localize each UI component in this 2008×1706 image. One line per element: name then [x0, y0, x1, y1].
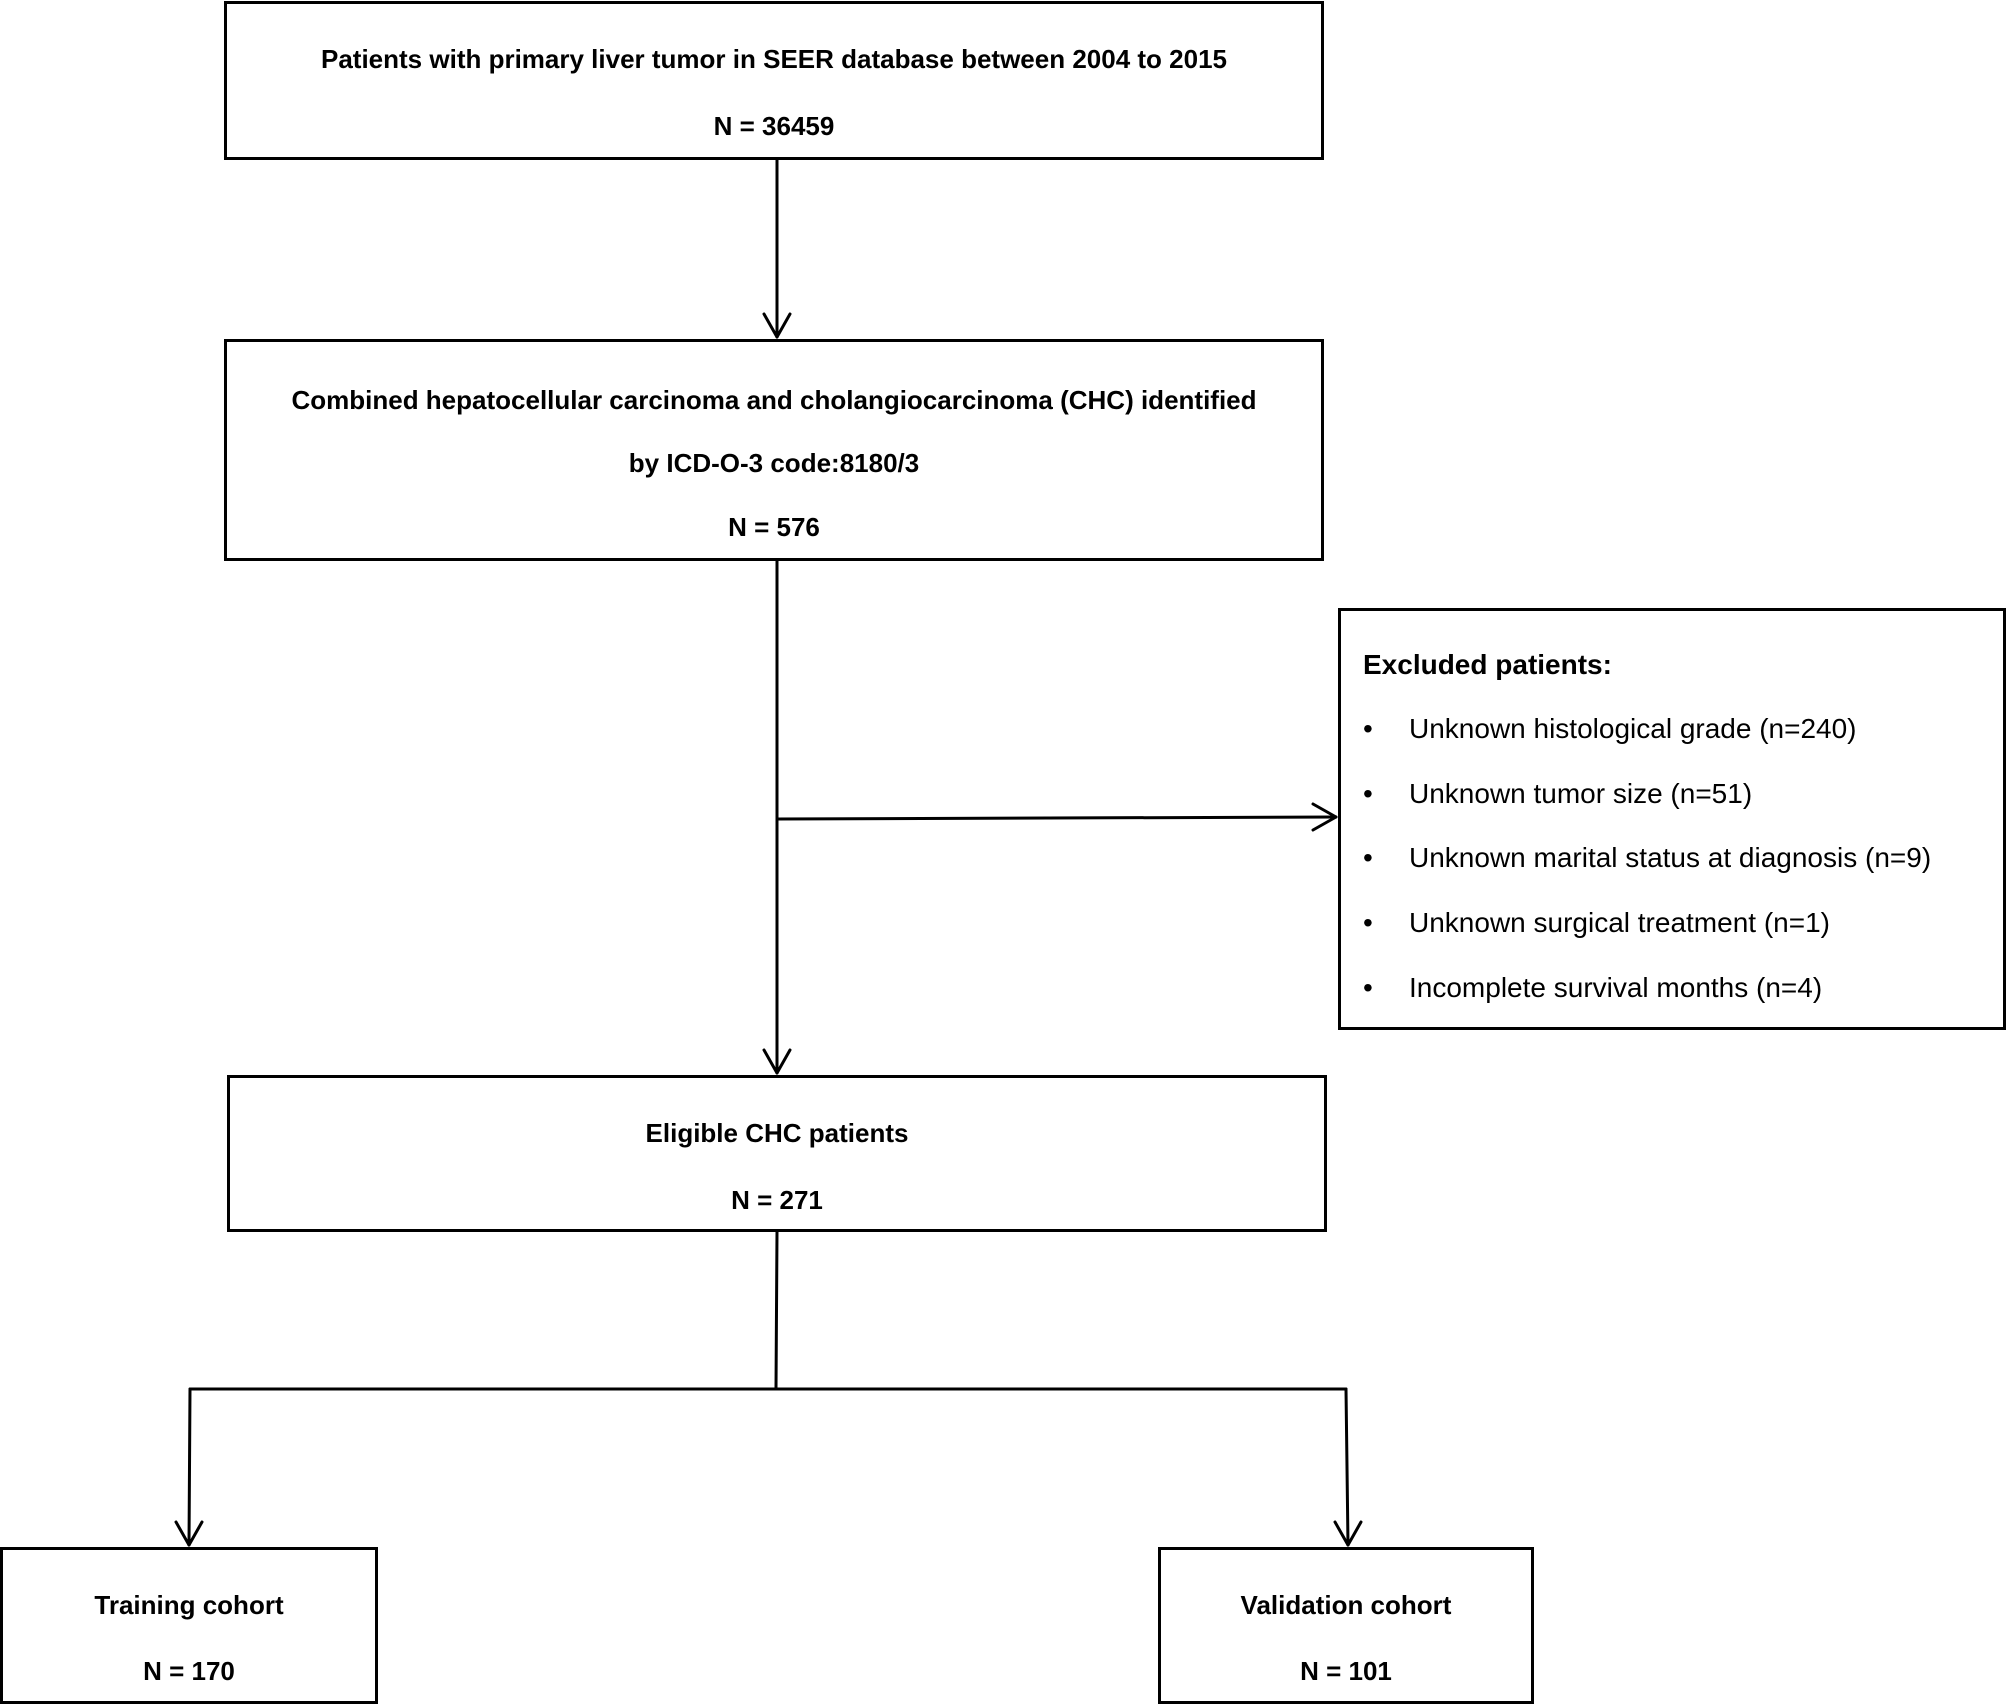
box-chc-identified-count: N = 576 [728, 512, 820, 542]
connector-eligible-split [774, 1230, 779, 1390]
excluded-item-label: Unknown tumor size (n=51) [1409, 778, 1753, 809]
box-eligible-chc: Eligible CHC patients N = 271 [227, 1075, 1327, 1232]
box-eligible-chc-label: Eligible CHC patients [645, 1118, 909, 1148]
excluded-item: • Unknown marital status at diagnosis (n=… [1363, 842, 1931, 874]
box-chc-identified-code: by ICD-O-3 code:8180/3 [628, 448, 920, 478]
connector-excluded-branch [775, 815, 1338, 821]
excluded-title: Excluded patients: [1363, 649, 1612, 680]
bullet-icon: • [1363, 972, 1373, 1003]
excluded-item-label: Unknown surgical treatment (n=1) [1409, 907, 1830, 938]
bullet-icon: • [1363, 713, 1373, 744]
box-training-cohort-count: N = 170 [143, 1656, 235, 1686]
connector-split-validation [1344, 1387, 1350, 1547]
excluded-item: • Incomplete survival months (n=4) [1363, 972, 1822, 1004]
box-chc-identified-label: Combined hepatocellular carcinoma and ch… [291, 385, 1257, 415]
box-training-cohort: Training cohort N = 170 [0, 1547, 378, 1704]
excluded-item-label: Unknown histological grade (n=240) [1409, 713, 1857, 744]
arrowhead-box2 [762, 312, 792, 339]
bullet-icon: • [1363, 907, 1373, 938]
excluded-item: • Unknown histological grade (n=240) [1363, 713, 1857, 745]
bullet-icon: • [1363, 842, 1373, 873]
arrowhead-eligible [762, 1048, 792, 1075]
arrowhead-validation [1333, 1520, 1363, 1547]
box-primary-liver-tumor-count: N = 36459 [713, 111, 835, 141]
excluded-item-label: Incomplete survival months (n=4) [1409, 972, 1823, 1003]
excluded-item-label: Unknown marital status at diagnosis (n=9… [1409, 842, 1932, 873]
box-validation-cohort-label: Validation cohort [1240, 1590, 1452, 1620]
box-primary-liver-tumor: Patients with primary liver tumor in SEE… [224, 1, 1324, 160]
box-training-cohort-label: Training cohort [94, 1590, 284, 1620]
box-chc-identified: Combined hepatocellular carcinoma and ch… [224, 339, 1324, 561]
bullet-icon: • [1363, 778, 1373, 809]
box-validation-cohort-count: N = 101 [1300, 1656, 1392, 1686]
box-eligible-chc-count: N = 271 [731, 1185, 823, 1215]
box-primary-liver-tumor-label: Patients with primary liver tumor in SEE… [321, 44, 1227, 74]
connector-split-training [187, 1387, 192, 1547]
arrowhead-training [174, 1520, 204, 1547]
box-excluded-patients: Excluded patients: • Unknown histological… [1338, 608, 2006, 1030]
excluded-item: • Unknown tumor size (n=51) [1363, 778, 1752, 810]
box-validation-cohort: Validation cohort N = 101 [1158, 1547, 1534, 1704]
excluded-item: • Unknown surgical treatment (n=1) [1363, 907, 1830, 939]
arrowhead-excluded [1311, 802, 1338, 832]
